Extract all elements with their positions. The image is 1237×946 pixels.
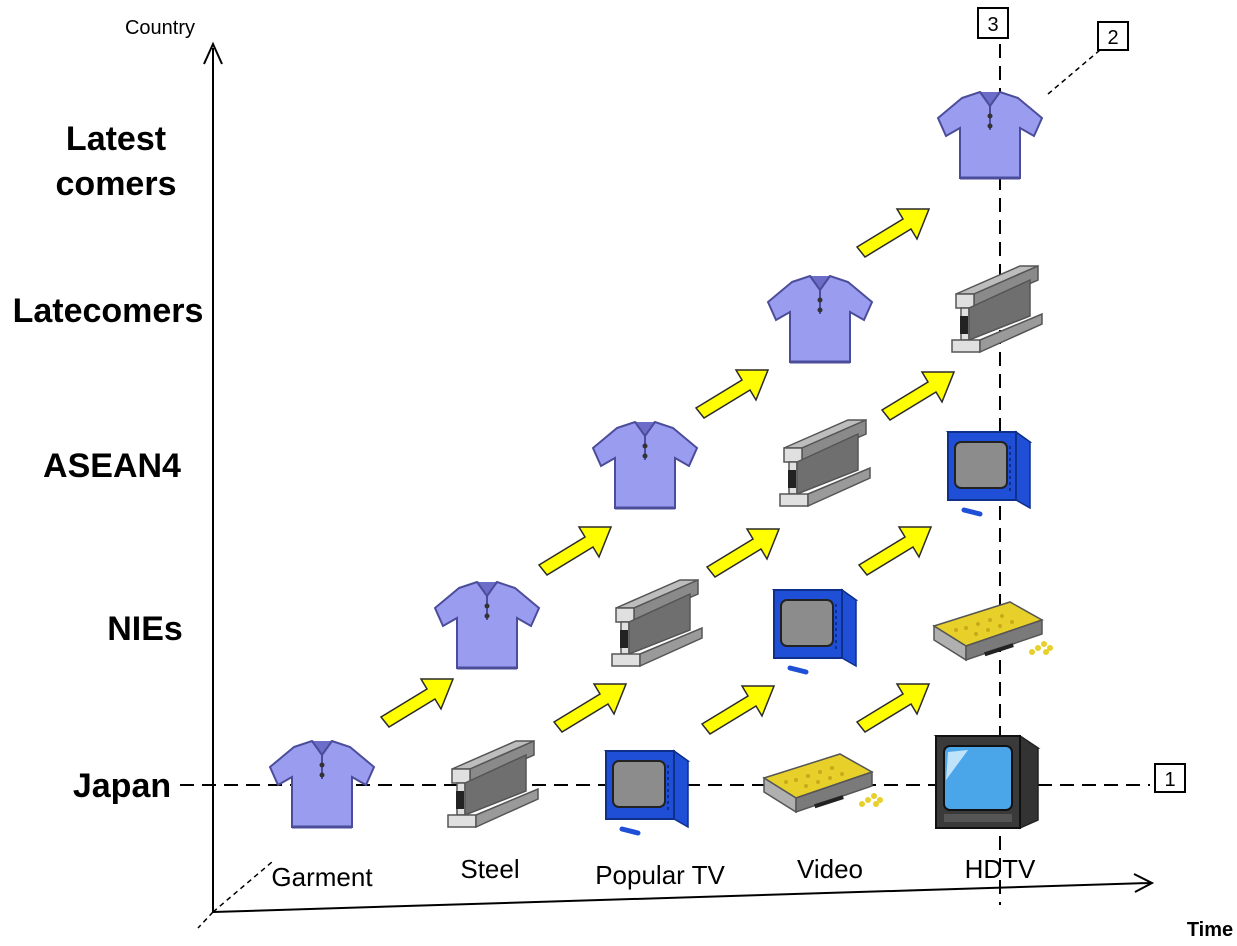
shirt-icon xyxy=(936,90,1044,180)
depth-axis xyxy=(197,911,214,929)
flow-arrow-icon xyxy=(856,683,930,733)
x-axis-label: Time xyxy=(1187,919,1233,941)
y-axis-arrowhead xyxy=(203,41,223,65)
flow-arrow-icon xyxy=(701,685,775,735)
product-label-garment: Garment xyxy=(271,862,373,892)
tv-icon xyxy=(774,590,856,672)
marker-2: 2 xyxy=(1107,27,1118,49)
steel-beam-icon xyxy=(447,740,539,828)
product-label-video: Video xyxy=(797,854,863,884)
x-axis xyxy=(212,882,1151,913)
tv-icon xyxy=(948,432,1030,514)
shirt-icon xyxy=(766,274,874,364)
x-axis-arrowhead xyxy=(1133,873,1155,893)
tv-icon xyxy=(606,751,688,833)
steel-beam-icon xyxy=(611,579,703,667)
flow-arrow-icon xyxy=(706,528,780,578)
flow-arrow-icon xyxy=(881,371,955,421)
flow-arrow-icon xyxy=(538,526,612,576)
country-label-asean4: ASEAN4 xyxy=(43,447,181,485)
flow-arrow-icon xyxy=(856,208,930,258)
country-label-latest-comers-line2: comers xyxy=(56,165,177,203)
flow-arrow-icon xyxy=(858,526,932,576)
vcr-icon xyxy=(763,753,884,813)
marker-box-2 xyxy=(1097,21,1129,51)
marker-box-3 xyxy=(977,7,1009,39)
vcr-icon xyxy=(933,601,1054,661)
flow-arrow-icon xyxy=(380,678,454,728)
shirt-icon xyxy=(433,580,541,670)
product-label-hdtv: HDTV xyxy=(965,854,1036,884)
depth-axis-upper xyxy=(212,861,273,913)
steel-beam-icon xyxy=(779,419,871,507)
country-label-japan: Japan xyxy=(73,767,171,805)
steel-beam-icon xyxy=(951,265,1043,353)
product-label-popular-tv: Popular TV xyxy=(595,860,725,890)
marker-box-1 xyxy=(1154,763,1186,793)
marker-3: 3 xyxy=(987,14,998,36)
country-label-latecomers: Latecomers xyxy=(13,292,204,330)
country-label-nies: NIEs xyxy=(107,610,183,648)
shirt-icon xyxy=(591,420,699,510)
flow-arrow-icon xyxy=(553,683,627,733)
marker-1: 1 xyxy=(1164,769,1175,791)
product-label-steel: Steel xyxy=(460,854,519,884)
y-axis-label: Country xyxy=(125,17,195,39)
diagonal-dashed-line xyxy=(1047,49,1101,95)
country-label-latest-comers-line1: Latest xyxy=(66,120,166,158)
hdtv-icon xyxy=(935,735,1039,829)
flow-arrow-icon xyxy=(695,369,769,419)
